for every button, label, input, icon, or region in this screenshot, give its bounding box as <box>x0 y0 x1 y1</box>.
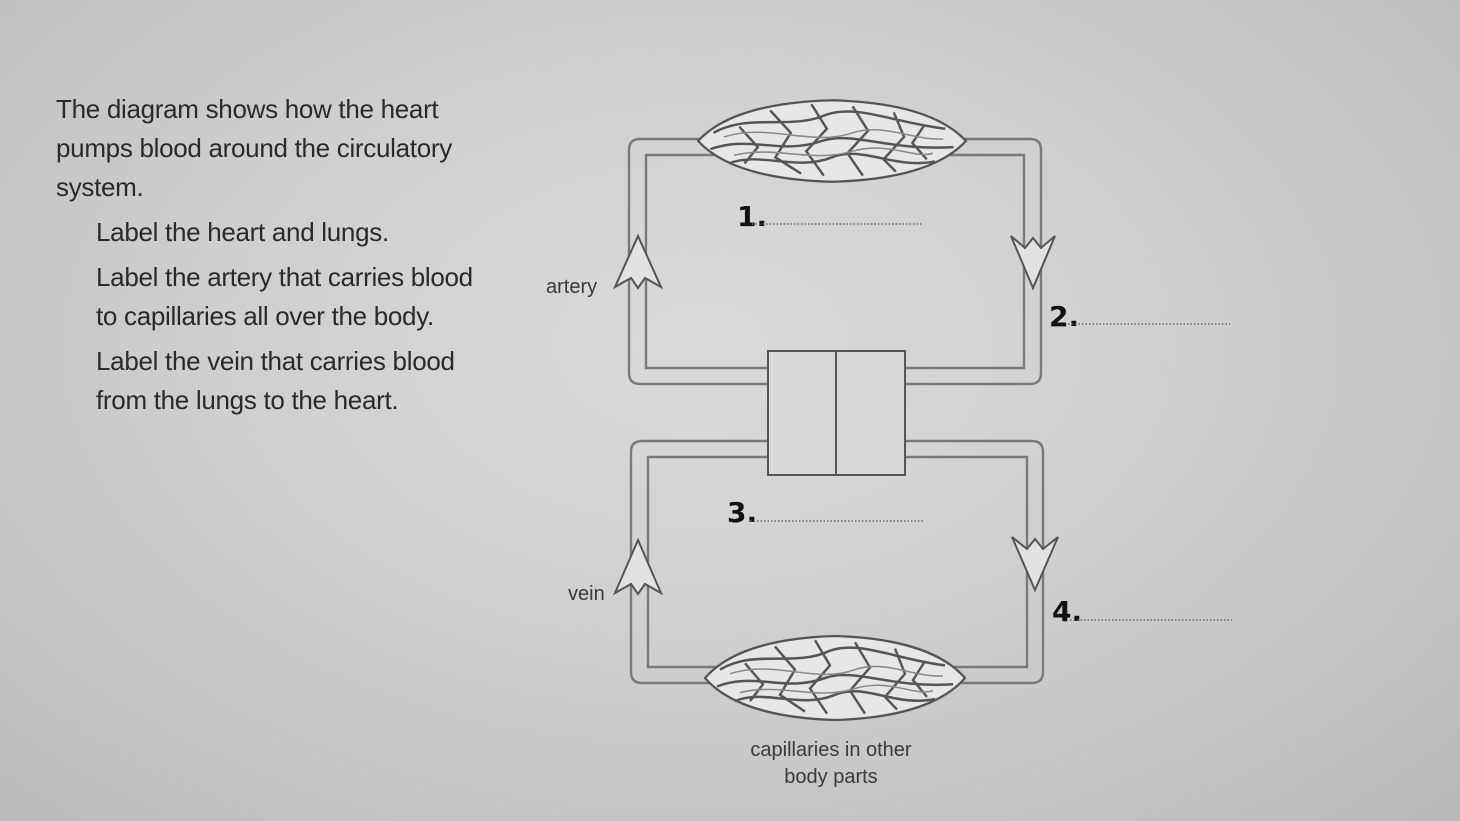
task-label-heart-lungs: Label the heart and lungs. <box>96 217 389 247</box>
artery-up-arrow <box>612 233 664 290</box>
artery-label: artery <box>546 276 597 298</box>
capillaries-caption-line2: body parts <box>784 766 878 788</box>
answer-line-3: 3. <box>727 496 923 529</box>
answer-line-4: 4. <box>1052 595 1232 628</box>
capillaries-caption-line1: capillaries in other <box>750 739 912 761</box>
capillaries-caption: capillaries in other body parts <box>700 737 962 791</box>
right-lower-down-arrow <box>1011 536 1059 593</box>
body-capillaries <box>703 634 967 722</box>
right-upper-down-arrow <box>1010 235 1056 291</box>
svg-text:3.: 3. <box>727 496 757 529</box>
heart-box <box>767 350 906 476</box>
instructions-panel: The diagram shows how the heart pumps bl… <box>56 90 496 420</box>
answer-line-1: 1. <box>737 200 923 233</box>
vein-up-arrow <box>612 537 664 596</box>
vein-label: vein <box>568 583 605 605</box>
svg-text:4.: 4. <box>1052 595 1082 628</box>
task-label-artery: Label the artery that carries blood to c… <box>96 262 473 331</box>
svg-text:1.: 1. <box>737 200 767 233</box>
intro-text: The diagram shows how the heart pumps bl… <box>56 94 452 202</box>
svg-text:2.: 2. <box>1049 300 1079 333</box>
task-label-vein: Label the vein that carries blood from t… <box>96 346 455 415</box>
answer-line-2: 2. <box>1049 300 1230 333</box>
lung-capillaries <box>696 98 968 184</box>
